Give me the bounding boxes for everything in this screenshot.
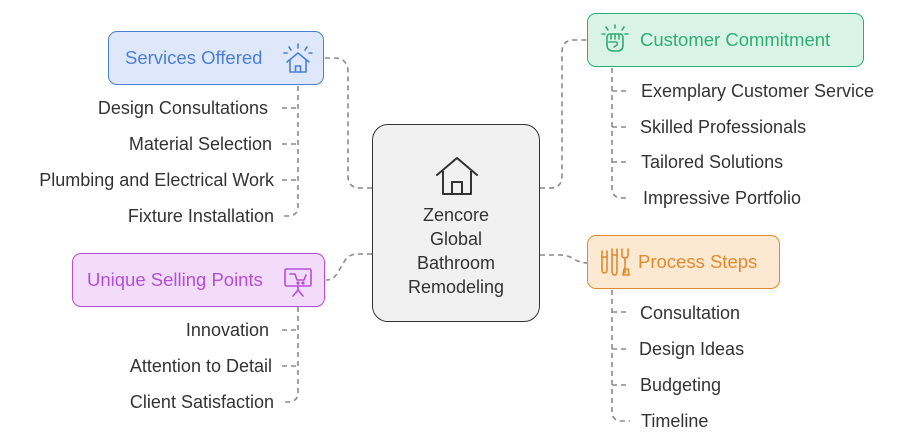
unique-selling-points-title: Unique Selling Points: [87, 269, 263, 290]
house-sparkle-icon: [283, 43, 313, 73]
list-item: Tailored Solutions: [641, 152, 784, 172]
connector-center-services: [324, 57, 372, 189]
center-title-line: Remodeling: [407, 277, 505, 297]
list-item: Design Ideas: [639, 339, 745, 359]
connector-usp-spine: [282, 307, 299, 403]
list-item: Budgeting: [640, 375, 722, 395]
list-item: Design Consultations: [97, 98, 268, 118]
connector-process-spine: [611, 290, 630, 422]
center-title-line: Zencore: [422, 205, 490, 225]
connector-services-spine: [282, 86, 299, 217]
list-item: Plumbing and Electrical Work: [39, 170, 274, 190]
services-offered-node: Services Offered: [108, 31, 324, 85]
unique-selling-points-node: Unique Selling Points: [72, 253, 325, 307]
tools-icon: [601, 248, 630, 276]
list-item: Attention to Detail: [129, 356, 272, 376]
customer-commitment-node: Customer Commitment: [587, 13, 864, 67]
connector-center-commitment: [540, 39, 588, 189]
center-title: Zencore Global Bathroom Remodeling: [373, 203, 539, 299]
services-offered-title: Services Offered: [125, 47, 263, 68]
presentation-board-icon: [284, 268, 312, 297]
center-title-line: Bathroom: [416, 253, 496, 273]
center-title-line: Global: [429, 229, 483, 249]
list-item: Consultation: [640, 303, 741, 323]
list-item: Fixture Installation: [127, 206, 274, 226]
raised-fist-icon: [601, 24, 629, 52]
connector-center-process: [540, 254, 589, 264]
list-item: Skilled Professionals: [640, 117, 807, 137]
list-item: Material Selection: [128, 134, 272, 154]
customer-commitment-title: Customer Commitment: [640, 29, 831, 50]
process-steps-node: Process Steps: [587, 235, 780, 289]
list-item: Client Satisfaction: [129, 392, 274, 412]
list-item: Innovation: [185, 320, 269, 340]
list-item: Exemplary Customer Service: [641, 81, 875, 101]
connector-commitment-spine: [611, 68, 630, 199]
list-item: Impressive Portfolio: [643, 188, 802, 208]
process-steps-title: Process Steps: [638, 251, 758, 272]
house-icon: [436, 157, 478, 195]
center-node: Zencore Global Bathroom Remodeling: [372, 124, 540, 322]
connector-center-usp: [325, 253, 372, 281]
list-item: Timeline: [641, 411, 709, 431]
